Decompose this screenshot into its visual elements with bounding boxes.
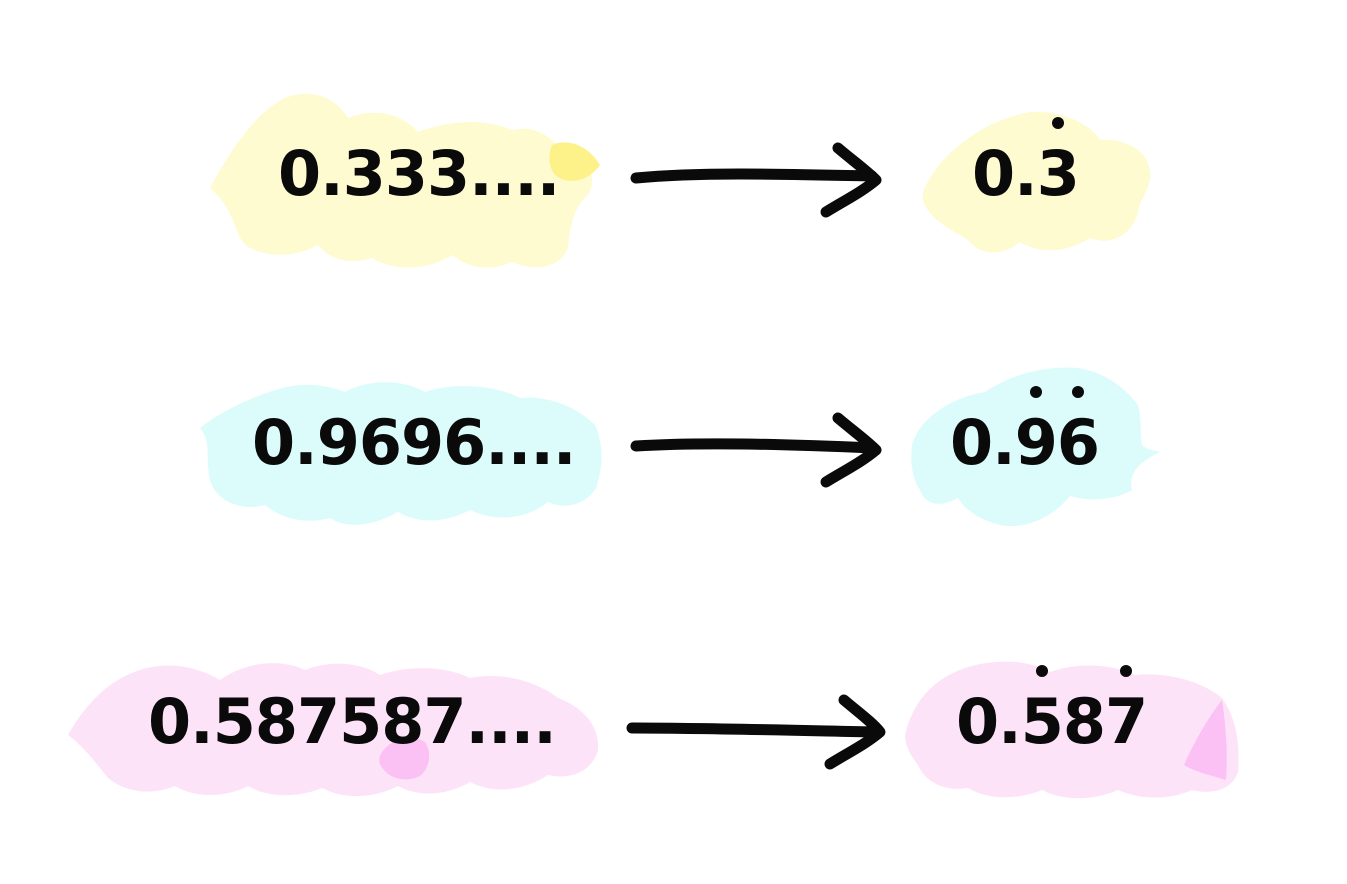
row3-compact-lead: 0. (956, 685, 1022, 758)
row3-right-accent (1184, 700, 1227, 780)
row3-digit-text: 5 (1020, 685, 1064, 758)
recurring-dot-icon (1071, 386, 1084, 398)
row1-repeating-digit-1: 3 (1037, 117, 1080, 205)
row3-right-highlight (905, 661, 1239, 799)
recurring-dot-icon (1029, 386, 1042, 398)
row2-right-highlight (911, 367, 1160, 527)
row2-repeating-digit-2: 6 (1057, 386, 1100, 474)
row2-digit-text: 9 (1014, 406, 1058, 479)
row3-left-highlight (68, 663, 599, 797)
row2-digit-text: 6 (1056, 406, 1100, 479)
row3-digit-text: 8 (1062, 685, 1106, 758)
row3-recurring-notation: 0. 5 8 7 (956, 665, 1148, 758)
row1-digit-text: 3 (1036, 137, 1080, 210)
row1-expanded-decimal: 0.333.... (278, 137, 560, 210)
row1-recurring-notation: 0. 3 (972, 117, 1080, 210)
row2-arrow (630, 412, 882, 488)
row3-arrow (626, 694, 886, 770)
row1-left-accent (549, 142, 600, 181)
row3-expanded-decimal: 0.587587.... (148, 685, 557, 758)
row2-repeating-digit-1: 9 (1015, 386, 1058, 474)
row1-arrow (630, 142, 882, 218)
row1-compact-repeating: 3 (1037, 117, 1080, 205)
row3-compact-repeating: 5 8 7 (1021, 665, 1148, 753)
row1-compact-lead: 0. (972, 137, 1038, 210)
recurring-dot-icon (1120, 665, 1133, 677)
row3-left-accent (379, 737, 430, 780)
recurring-dot-icon (1035, 665, 1048, 677)
row2-left-highlight (200, 382, 602, 525)
row2-compact-repeating: 9 6 (1015, 386, 1100, 474)
row1-left-highlight (210, 93, 593, 268)
row3-digit-text: 7 (1104, 685, 1148, 758)
row3-repeating-digit-1: 5 (1021, 665, 1064, 753)
recurring-dot-icon (1051, 117, 1064, 129)
row2-recurring-notation: 0. 9 6 (950, 386, 1100, 479)
row2-expanded-decimal: 0.9696.... (252, 406, 576, 479)
row2-compact-lead: 0. (950, 406, 1016, 479)
row1-right-highlight (922, 111, 1151, 253)
row3-repeating-digit-2: 8 (1063, 691, 1106, 753)
row3-repeating-digit-3: 7 (1105, 665, 1148, 753)
